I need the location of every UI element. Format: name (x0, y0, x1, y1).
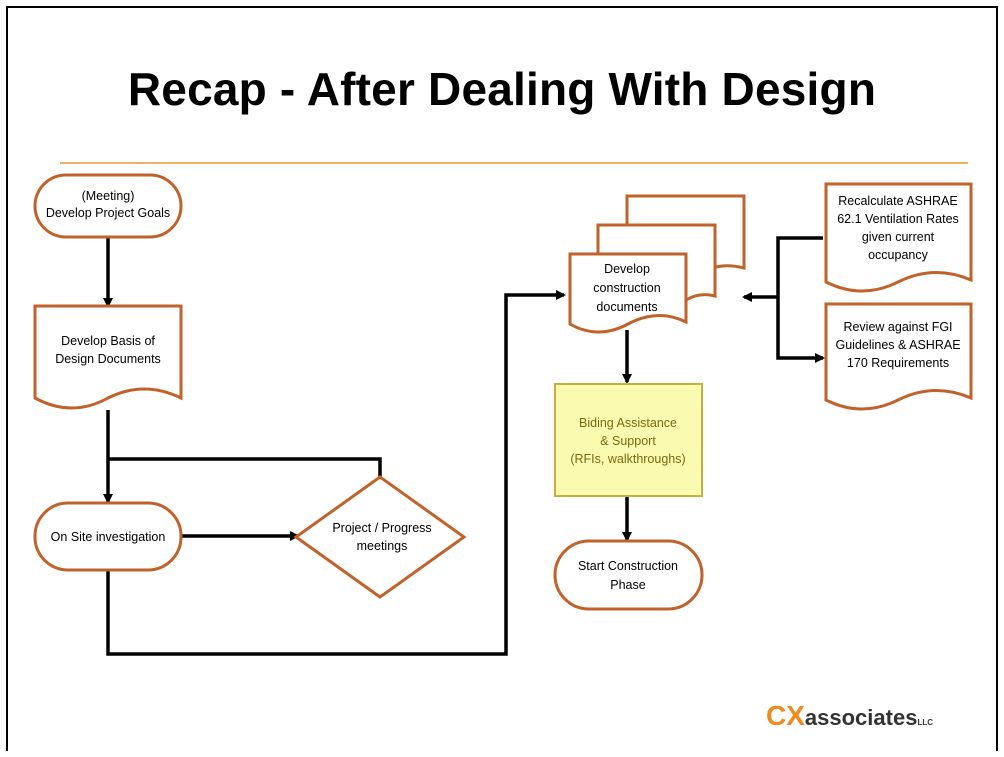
node-fgi (824, 302, 973, 411)
node-construction-line3: documents (596, 300, 657, 314)
node-basis (33, 304, 183, 410)
node-construction (568, 252, 688, 334)
title-underline (60, 162, 968, 164)
node-fgi-line1: Review against FGI (843, 320, 952, 334)
node-biding-line1: Biding Assistance (579, 416, 677, 430)
node-ashrae-line1: Recalculate ASHRAE (838, 194, 958, 208)
node-onsite-line1: On Site investigation (51, 530, 166, 544)
node-progress-line2: meetings (357, 539, 408, 553)
node-fgi-line2: Guidelines & ASHRAE (835, 338, 960, 352)
node-basis-line2: Design Documents (55, 352, 161, 366)
node-progress (293, 475, 467, 599)
node-ashrae-line3: given current (862, 230, 935, 244)
node-biding-line3: (RFIs, walkthroughs) (570, 452, 685, 466)
node-goals-line1: (Meeting) (82, 189, 135, 203)
node-start-line1: Start Construction (578, 559, 678, 573)
node-start-line2: Phase (610, 578, 645, 592)
connectors (103, 236, 825, 656)
node-biding-line2: & Support (600, 434, 656, 448)
node-start (553, 539, 704, 611)
connector-onsite-construction (106, 290, 566, 656)
node-progress-line1: Project / Progress (332, 521, 431, 535)
slide-frame (6, 6, 998, 751)
logo-suffix: LLC (917, 718, 933, 727)
logo-cx: CX (766, 700, 805, 731)
node-onsite (33, 501, 183, 572)
connector-progress-loop (108, 457, 382, 477)
node-basis-line1: Develop Basis of (61, 334, 155, 348)
node-construction-line2: construction (593, 281, 660, 295)
node-ashrae-line2: 62.1 Ventilation Rates (837, 212, 959, 226)
node-biding (554, 383, 703, 497)
cx-associates-logo: CXassociatesLLC (766, 700, 933, 732)
slide-title: Recap - After Dealing With Design (127, 63, 877, 115)
node-ashrae (824, 182, 973, 293)
logo-name: associates (804, 705, 918, 730)
node-fgi-line3: 170 Requirements (847, 356, 949, 370)
node-goals (33, 173, 183, 239)
connector-ashrae-branch (776, 236, 825, 363)
node-ashrae-line4: occupancy (868, 248, 929, 262)
node-goals-line2: Develop Project Goals (46, 206, 170, 220)
node-construction-line1: Develop (604, 262, 650, 276)
